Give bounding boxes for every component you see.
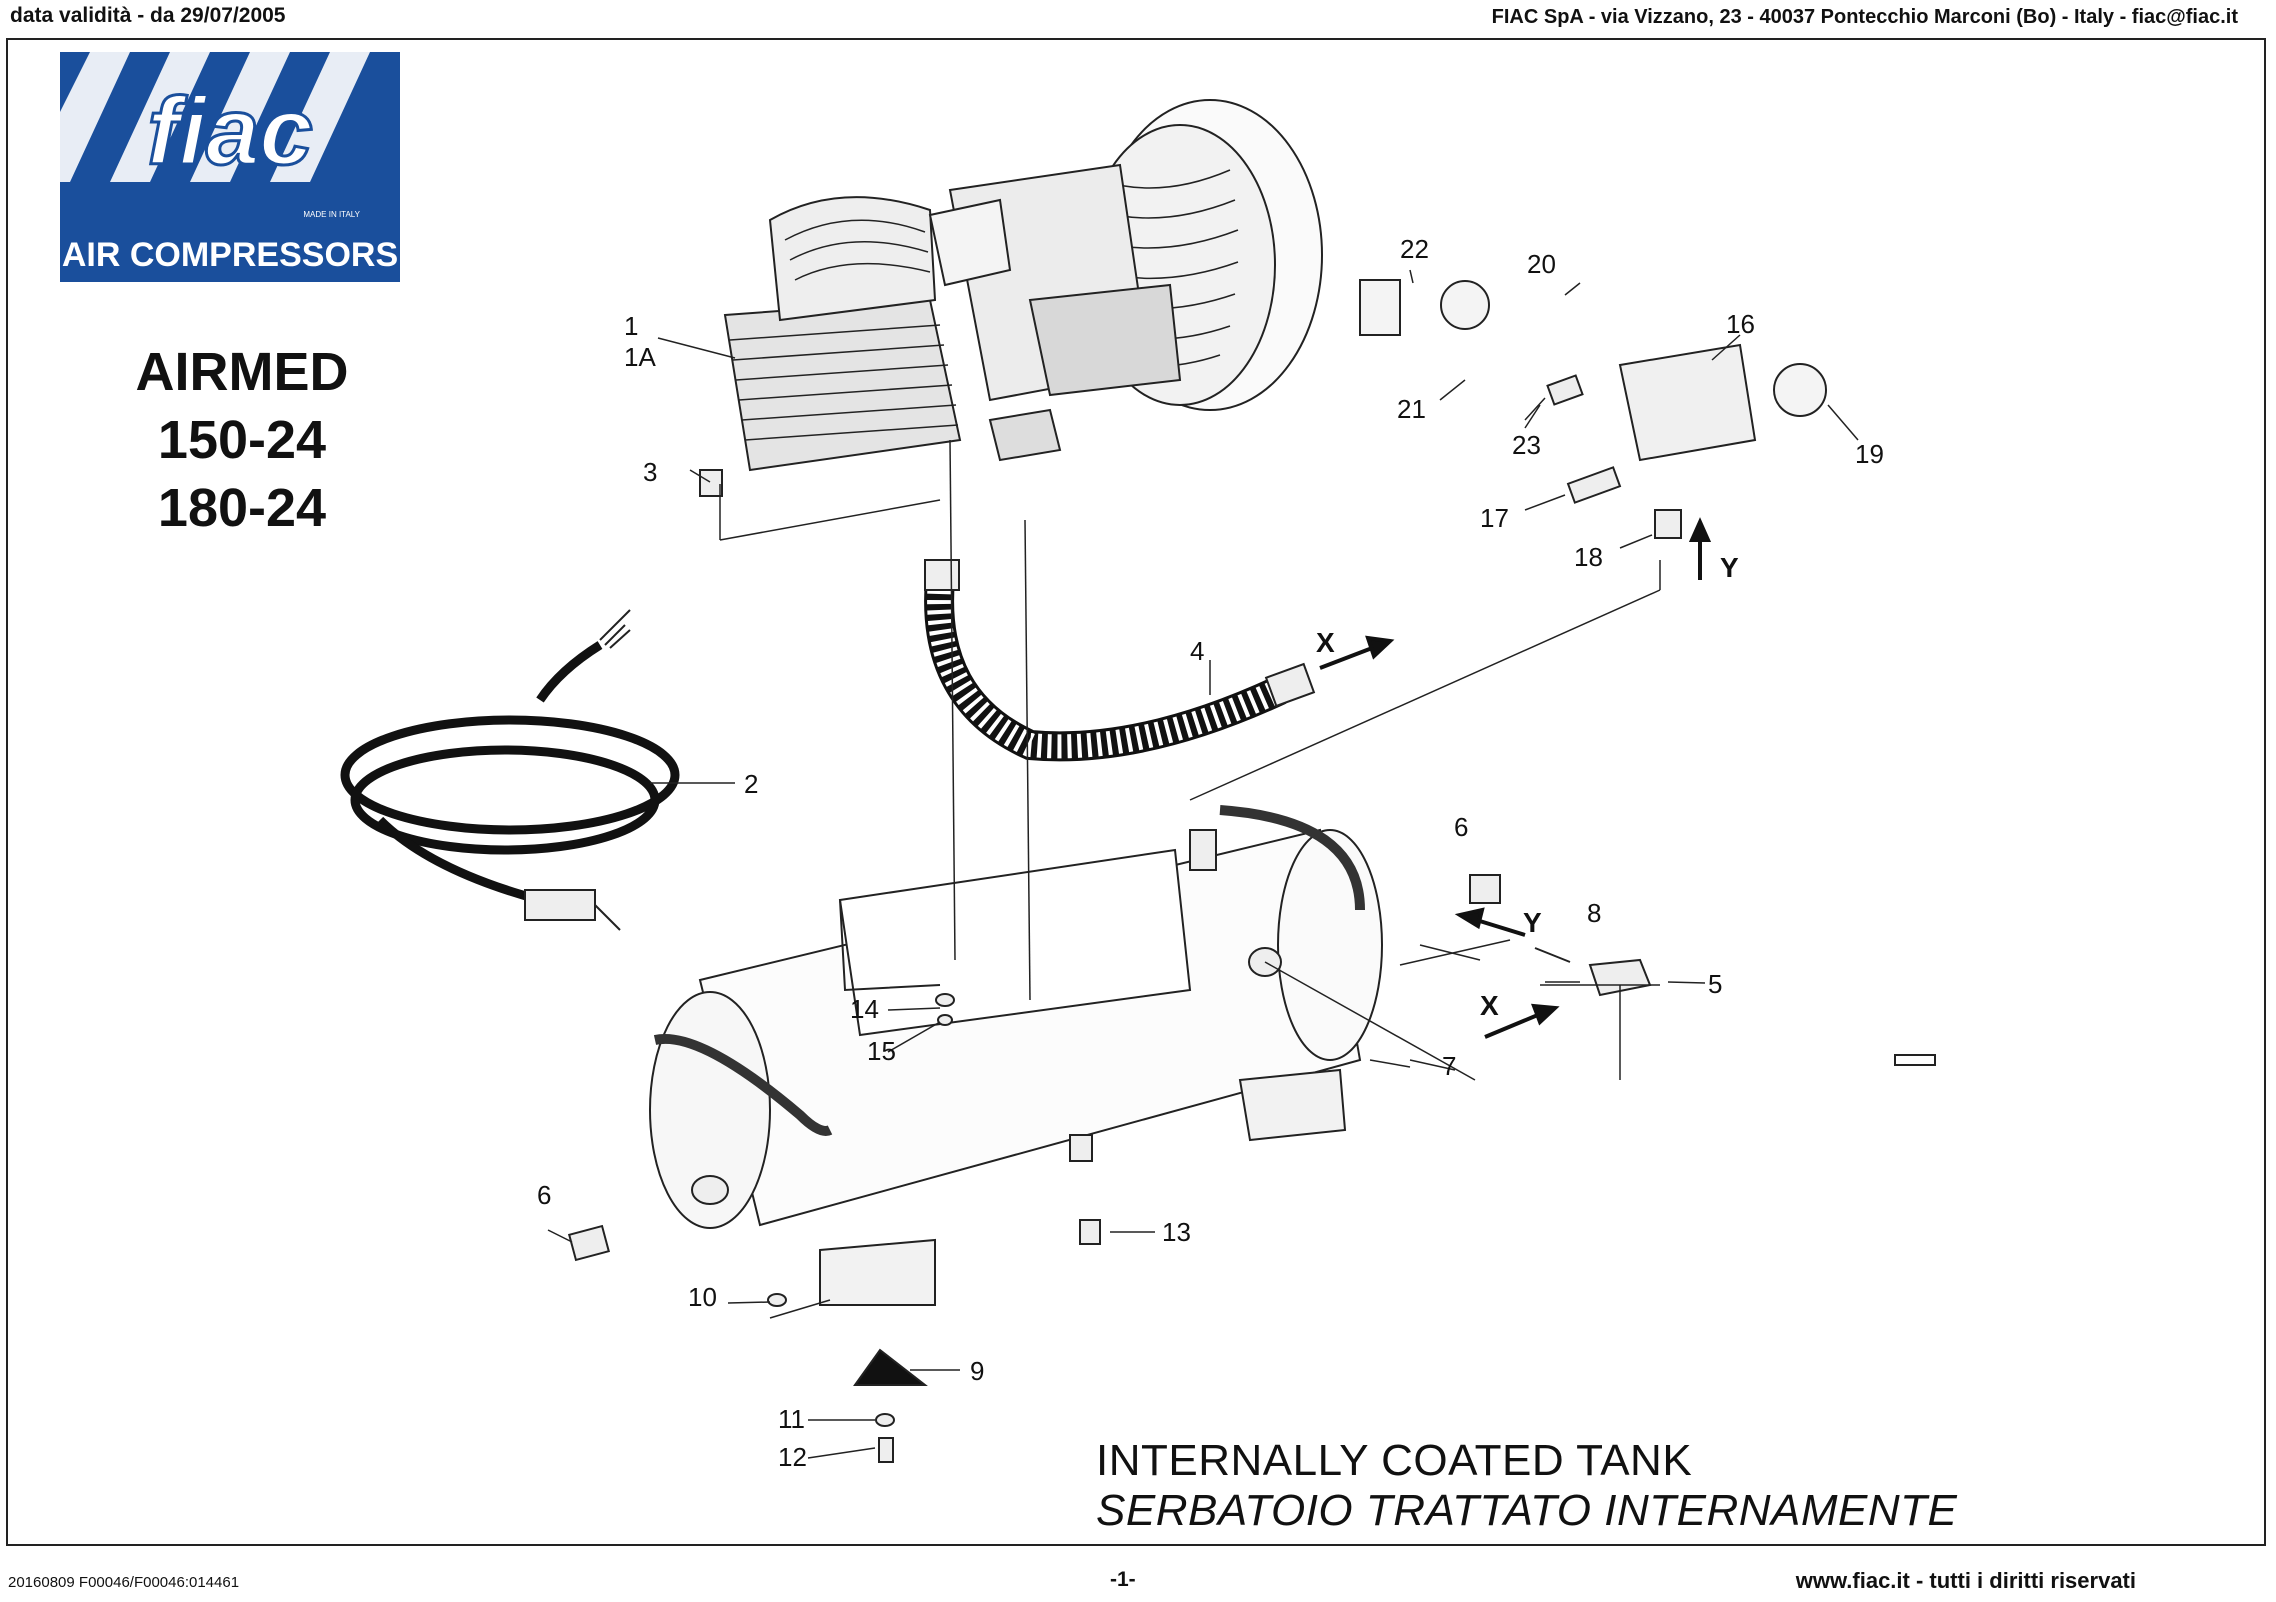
label-part-15: 15: [867, 1036, 896, 1066]
label-part-10: 10: [688, 1282, 717, 1312]
company-address: FIAC SpA - via Vizzano, 23 - 40037 Ponte…: [1491, 6, 2238, 28]
document-code: 20160809 F00046/F00046:014461: [8, 1574, 240, 1591]
label-part-16: 16: [1726, 309, 1755, 339]
fiac-logo: fiac MADE IN ITALY AIR COMPRESSORS: [60, 52, 400, 282]
label-part-21: 21: [1397, 394, 1426, 424]
label-part-8: 8: [1587, 898, 1601, 928]
direction-arrows: [1319, 517, 1712, 1039]
label-part-1a: 1A: [624, 342, 656, 372]
power-cable: [340, 641, 680, 905]
label-part-6-bottom: 6: [537, 1180, 551, 1210]
logo-tagline: AIR COMPRESSORS: [62, 236, 398, 274]
label-part-2: 2: [744, 769, 758, 799]
label-part-7: 7: [1442, 1051, 1456, 1081]
label-part-12: 12: [778, 1442, 807, 1472]
marker-y-switch: Y: [1720, 552, 1739, 583]
label-part-6-top: 6: [1454, 812, 1468, 842]
tank-note-italian: SERBATOIO TRATTATO INTERNAMENTE: [1096, 1486, 1958, 1535]
label-part-1: 1: [624, 311, 638, 341]
website-link[interactable]: www.fiac.it - tutti i diritti riservati: [1795, 1568, 2136, 1593]
logo-made-in: MADE IN ITALY: [303, 210, 360, 219]
model-name: AIRMED: [135, 342, 349, 402]
label-part-22: 22: [1400, 234, 1429, 264]
motor-pump-unit: [723, 99, 1323, 472]
label-part-9: 9: [970, 1356, 984, 1386]
label-part-4: 4: [1190, 636, 1204, 666]
label-part-14: 14: [850, 994, 879, 1024]
label-part-11: 11: [778, 1404, 805, 1434]
label-part-18: 18: [1574, 542, 1603, 572]
flexible-hose: [924, 559, 1316, 762]
air-tank: [649, 805, 1383, 1306]
tank-note-english: INTERNALLY COATED TANK: [1096, 1436, 1693, 1485]
marker-y-tank: Y: [1523, 907, 1542, 938]
connection-markers: X Y Y X: [1316, 552, 1739, 1021]
validity-date: data validità - da 29/07/2005: [10, 4, 286, 27]
model-variant-1: 150-24: [157, 410, 327, 470]
logo-brand: fiac: [147, 78, 312, 185]
marker-x-hose: X: [1316, 627, 1335, 658]
drawing-frame: [6, 38, 2266, 1546]
label-part-5: 5: [1708, 969, 1722, 999]
model-variant-2: 180-24: [157, 478, 327, 538]
leader-lines: [547, 269, 1859, 1459]
label-part-17: 17: [1480, 503, 1509, 533]
page-number: -1-: [1110, 1568, 1136, 1591]
label-part-23: 23: [1512, 430, 1541, 460]
label-part-3: 3: [643, 457, 657, 487]
label-part-19: 19: [1855, 439, 1884, 469]
fittings: [567, 279, 1936, 1463]
label-part-13: 13: [1162, 1217, 1191, 1247]
label-part-20: 20: [1527, 249, 1556, 279]
marker-x-tank: X: [1480, 990, 1499, 1021]
part-labels: 1 1A 2 3 4 5 6 6 7 8 9 10 11 12 13 14 15…: [537, 234, 1884, 1472]
